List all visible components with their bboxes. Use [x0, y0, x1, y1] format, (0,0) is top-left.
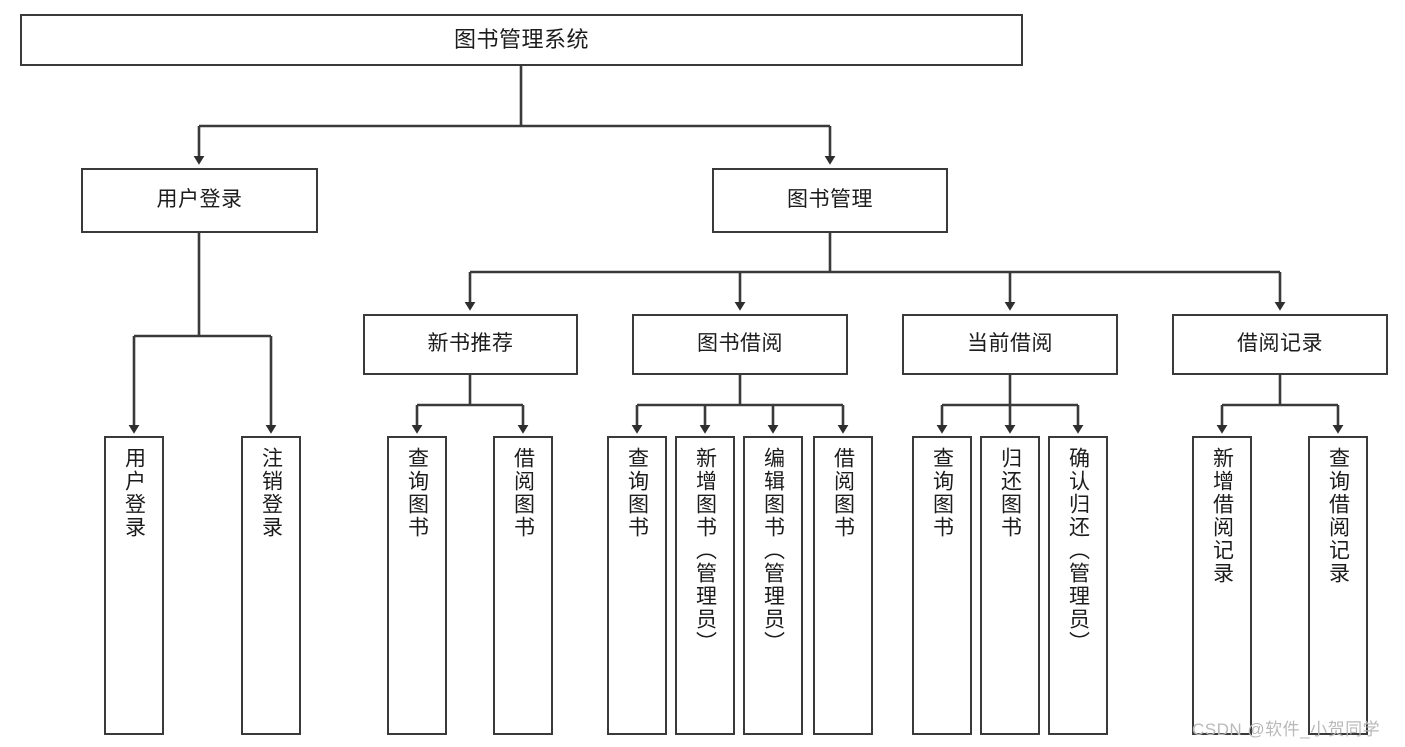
node-label: 图书管理系统 [453, 27, 589, 53]
leaf-confirm-return[interactable]: 确认归还（管理员） [1048, 436, 1108, 735]
leaf-add-book[interactable]: 新增图书（管理员） [675, 436, 735, 735]
node-label: 用户登录 [156, 188, 243, 212]
leaf-query-borrow-record[interactable]: 查询借阅记录 [1308, 436, 1368, 735]
node-label: 归还图书 [998, 447, 1022, 539]
leaf-logout-login[interactable]: 注销登录 [241, 436, 301, 735]
node-label: 新书推荐 [427, 332, 514, 356]
leaf-query-book-current[interactable]: 查询图书 [912, 436, 972, 735]
node-label: 注销登录 [259, 447, 283, 539]
leaf-edit-book[interactable]: 编辑图书（管理员） [743, 436, 803, 735]
node-new-book-recommend[interactable]: 新书推荐 [363, 314, 578, 375]
node-root-system[interactable]: 图书管理系统 [20, 14, 1023, 66]
leaf-query-book-borrow[interactable]: 查询图书 [607, 436, 667, 735]
node-label: 编辑图书（管理员） [761, 447, 785, 654]
node-current-borrow[interactable]: 当前借阅 [902, 314, 1118, 375]
node-label: 新增借阅记录 [1210, 447, 1234, 585]
leaf-query-book-recommend[interactable]: 查询图书 [387, 436, 447, 735]
leaf-user-login[interactable]: 用户登录 [104, 436, 164, 735]
leaf-return-book[interactable]: 归还图书 [980, 436, 1040, 735]
node-book-borrow[interactable]: 图书借阅 [632, 314, 848, 375]
node-book-management[interactable]: 图书管理 [712, 168, 948, 233]
leaf-add-borrow-record[interactable]: 新增借阅记录 [1192, 436, 1252, 735]
node-label: 新增图书（管理员） [693, 447, 717, 654]
node-label: 图书管理 [787, 188, 873, 212]
node-label: 借阅图书 [831, 447, 855, 539]
node-label: 查询图书 [405, 447, 429, 539]
node-label: 查询借阅记录 [1326, 447, 1350, 585]
node-label: 图书借阅 [697, 332, 783, 356]
node-label: 借阅图书 [511, 447, 535, 539]
node-label: 借阅记录 [1237, 332, 1323, 356]
node-label: 查询图书 [625, 447, 649, 539]
csdn-watermark: CSDN @软件_小贺同学 [1192, 720, 1381, 739]
leaf-borrow-book-recommend[interactable]: 借阅图书 [493, 436, 553, 735]
node-label: 确认归还（管理员） [1066, 447, 1090, 654]
leaf-borrow-book[interactable]: 借阅图书 [813, 436, 873, 735]
node-borrow-record[interactable]: 借阅记录 [1172, 314, 1388, 375]
node-user-login[interactable]: 用户登录 [81, 168, 318, 233]
node-label: 查询图书 [930, 447, 954, 539]
node-label: 用户登录 [122, 447, 146, 539]
node-label: 当前借阅 [967, 332, 1053, 356]
